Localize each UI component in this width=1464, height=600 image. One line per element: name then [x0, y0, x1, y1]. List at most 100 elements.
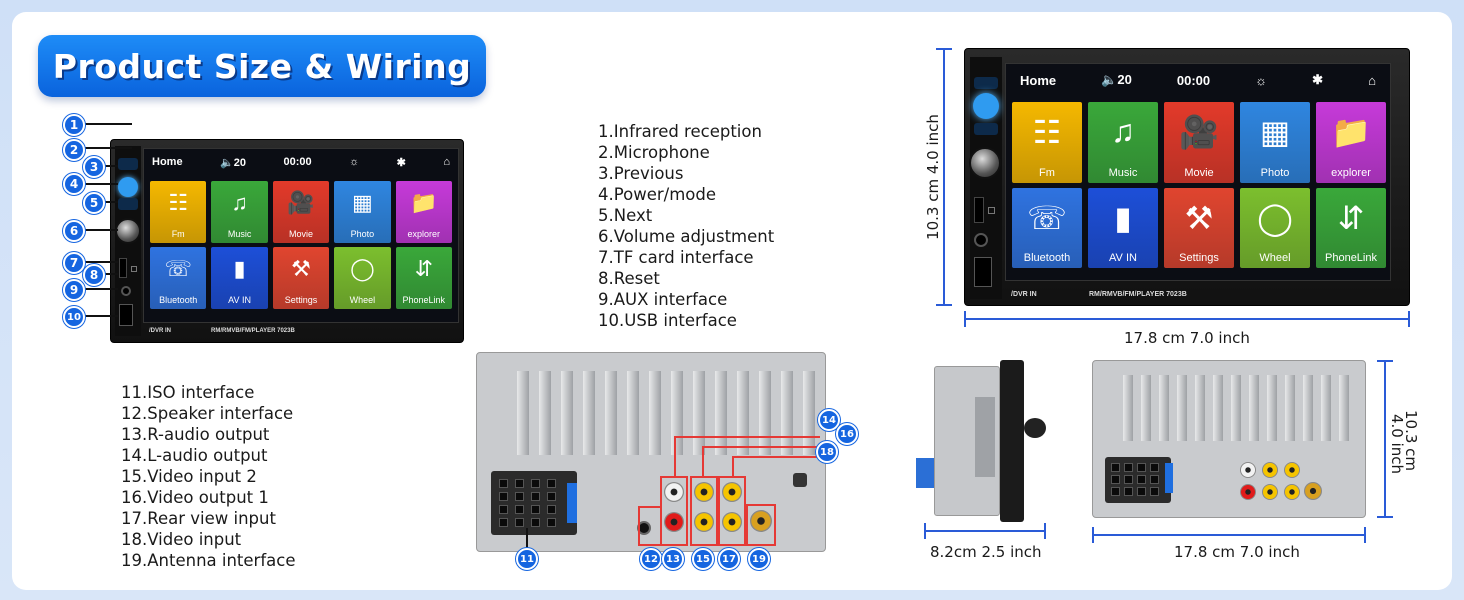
depth-dimension-line [924, 530, 1046, 532]
app-label: Photo [1260, 166, 1290, 179]
iso-pin [531, 505, 540, 514]
home-icon[interactable]: ⌂ [443, 156, 450, 168]
power-mode-button-large[interactable] [973, 93, 999, 119]
headphones-icon: ♫ [231, 189, 248, 215]
app-label: PhoneLink [1325, 252, 1377, 264]
app-label: AV IN [228, 295, 252, 305]
height-dimension-cap-bottom [936, 304, 952, 306]
leader-line [103, 273, 118, 275]
app-tile-explorer-large[interactable]: 📁explorer [1316, 102, 1386, 183]
next-icon-large[interactable] [974, 123, 998, 135]
app-tile-explorer[interactable]: 📁explorer [395, 181, 452, 243]
screen: Home 🔈20 00:00 ☼ ✱ ⌂ ☷Fm♫Music🎥Movie▦Pho… [143, 148, 459, 323]
app-tile-bluetooth-large[interactable]: ☏Bluetooth [1012, 187, 1082, 268]
front-width-label: 17.8 cm 7.0 inch [1124, 329, 1250, 347]
back-item: 13.R-audio output [121, 425, 270, 444]
volume-knob[interactable] [115, 218, 141, 244]
rca-small [1240, 484, 1256, 500]
front-height-label: 10.3 cm 4.0 inch [924, 114, 942, 240]
side-view-knob [1024, 418, 1046, 438]
rca-small [1262, 462, 1278, 478]
badge-6: 6 [63, 220, 85, 242]
steering-wheel-icon: ◯ [1257, 199, 1293, 236]
iso-pin [547, 479, 556, 488]
app-tile-movie-large[interactable]: 🎥Movie [1164, 102, 1234, 183]
reset-button[interactable] [131, 266, 137, 272]
usb-port [119, 304, 133, 326]
app-tile-av-in-large[interactable]: ▮AV IN [1088, 187, 1158, 268]
steering-wheel-icon: ◯ [350, 255, 375, 281]
badge-5: 5 [83, 192, 105, 214]
back-feature-list: 11.ISO interface 12.Speaker interface 13.R… [121, 382, 295, 571]
settings-icon: ⚒ [291, 255, 311, 281]
app-tile-bluetooth[interactable]: ☏Bluetooth [150, 247, 207, 309]
app-tile-fm-large[interactable]: ☷Fm [1012, 102, 1082, 183]
app-tile-av-in[interactable]: ▮AV IN [211, 247, 268, 309]
back-height-cm-label: 10.3 cm [1402, 410, 1420, 472]
home-icon-large[interactable]: ⌂ [1368, 72, 1376, 88]
back-item: 12.Speaker interface [121, 404, 294, 423]
back-width-dimension-line [1092, 534, 1366, 536]
app-tile-settings-large[interactable]: ⚒Settings [1164, 187, 1234, 268]
rca-small [1262, 484, 1278, 500]
folder-icon: 📁 [1331, 114, 1371, 151]
iso-pin [499, 505, 508, 514]
badge-15: 15 [692, 548, 714, 570]
leader-line [83, 261, 118, 263]
headphones-icon: ♫ [1111, 113, 1135, 150]
app-tile-wheel[interactable]: ◯Wheel [334, 247, 391, 309]
iso-pin [1150, 475, 1159, 484]
app-tile-music[interactable]: ♫Music [211, 181, 268, 243]
iso-pin [515, 479, 524, 488]
rca-small [1284, 484, 1300, 500]
app-label: Fm [1039, 166, 1055, 179]
camera-icon: 🎥 [1179, 114, 1219, 151]
badge-14: 14 [818, 409, 840, 431]
app-tile-settings[interactable]: ⚒ Settings [272, 247, 330, 309]
bluetooth-icon-large: ✱ [1312, 72, 1324, 87]
iso-pin [547, 518, 556, 527]
badge-8: 8 [83, 264, 105, 286]
reset-button-large[interactable] [988, 207, 995, 214]
radio-icon: ☷ [168, 189, 189, 215]
rca-small [1240, 462, 1256, 478]
app-tile-fm[interactable]: ☷Fm [150, 181, 207, 243]
prev-icon-large[interactable] [974, 77, 998, 89]
app-tile-photo-large[interactable]: ▦Photo [1240, 102, 1310, 183]
heatsink-fin [693, 371, 705, 455]
phonelink-icon: ⇵ [414, 255, 434, 281]
height-dimension-line [943, 48, 945, 306]
heatsink-fin [737, 371, 749, 455]
app-tile-wheel-large[interactable]: ◯Wheel [1240, 187, 1310, 268]
badge-12: 12 [640, 548, 662, 570]
app-tile-photo[interactable]: ▦Photo [334, 181, 391, 243]
iso-pin [499, 518, 508, 527]
brightness-icon[interactable]: ☼ [349, 156, 360, 168]
back-item: 11.ISO interface [121, 383, 255, 402]
back-height-in-label: 4.0 inch [1388, 414, 1406, 475]
app-tile-movie[interactable]: 🎥Movie [272, 181, 330, 243]
front-item: 7.TF card interface [598, 248, 754, 267]
power-mode-button[interactable] [118, 177, 138, 197]
front-item: 3.Previous [598, 164, 684, 183]
next-icon[interactable] [118, 198, 138, 210]
iso-pin [1150, 463, 1159, 472]
prev-icon[interactable] [118, 158, 138, 170]
iso-clip-small [1165, 463, 1173, 493]
status-bar-large: Home 🔈20 00:00 ☼ ✱ ⌂ [1006, 64, 1390, 96]
volume-knob-large[interactable] [969, 147, 1001, 179]
app-tile-music-large[interactable]: ♫Music [1088, 102, 1158, 183]
badge-4: 4 [63, 173, 85, 195]
rca-video-output [694, 482, 714, 502]
width-dimension-cap-left [964, 311, 966, 327]
back-item: 19.Antenna interface [121, 551, 296, 570]
brightness-icon-large[interactable]: ☼ [1255, 72, 1268, 88]
app-tile-phonelink-large[interactable]: ⇵PhoneLink [1316, 187, 1386, 268]
leader-line [83, 147, 132, 149]
app-tile-phonelink[interactable]: ⇵PhoneLink [395, 247, 452, 309]
app-label: Settings [284, 295, 318, 305]
highlight-box [638, 506, 662, 546]
iso-pin [531, 492, 540, 501]
badge-13: 13 [662, 548, 684, 570]
